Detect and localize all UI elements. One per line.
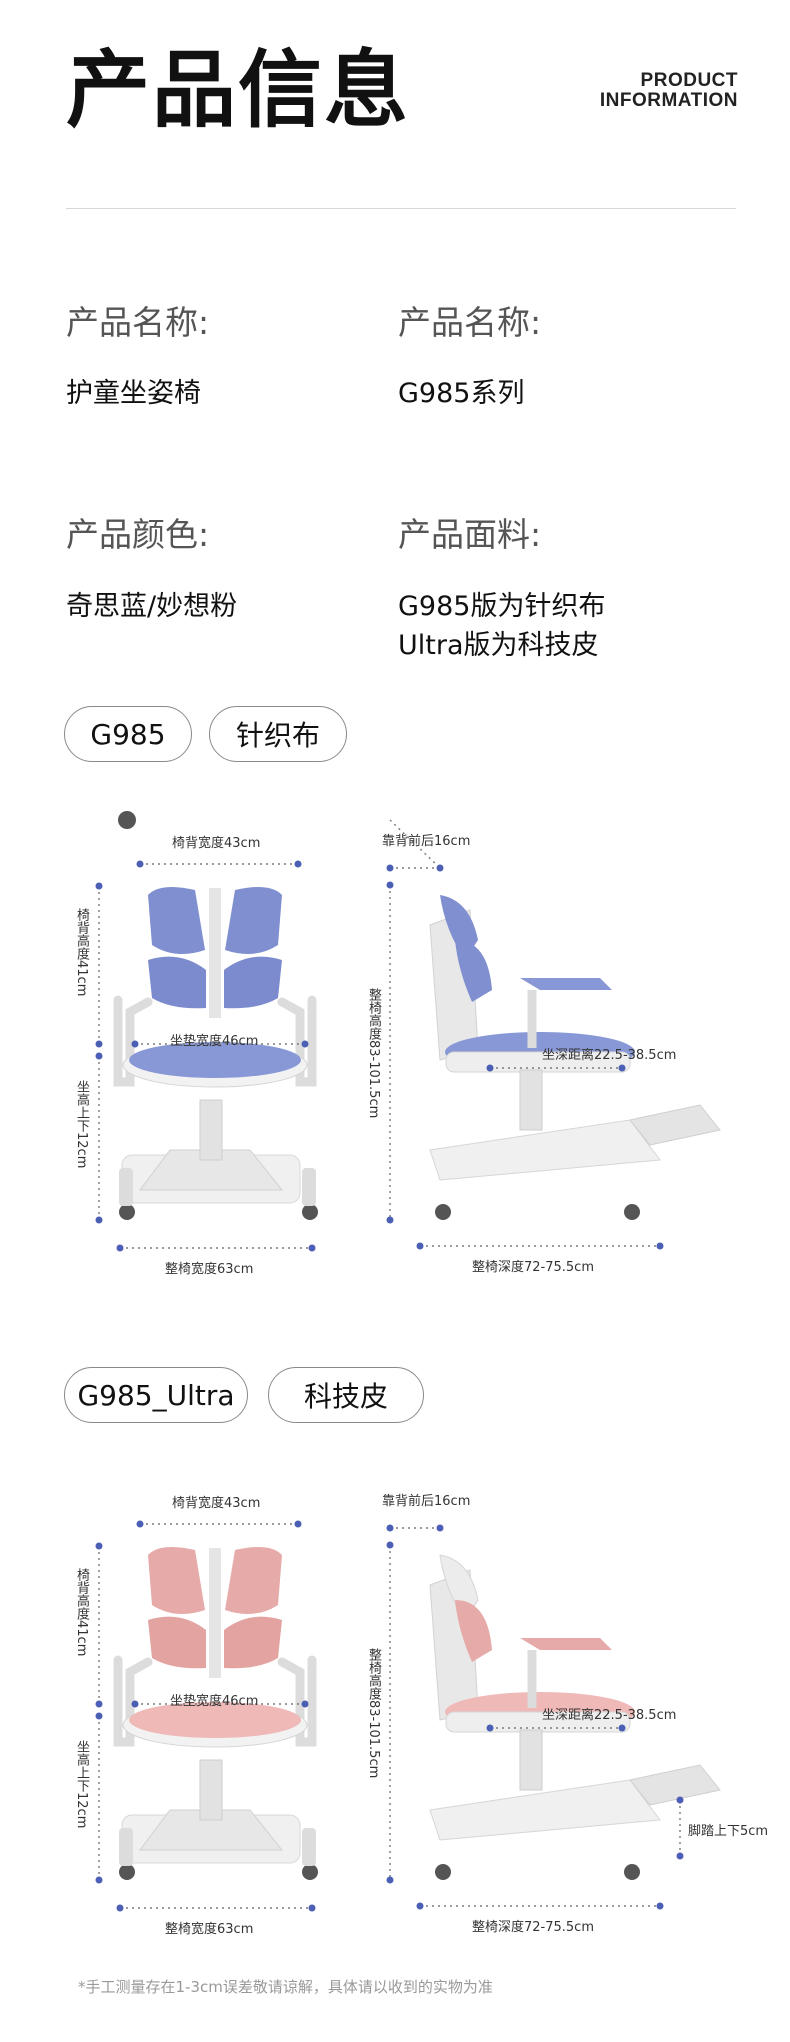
dim-seat-lift: 坐高上下12cm (74, 1080, 89, 1169)
chair-side-view (95, 1520, 721, 1912)
title-en-line1: PRODUCT (640, 70, 738, 91)
name-label-2: 产品名称: (398, 303, 542, 342)
name-value-1: 护童坐姿椅 (66, 378, 201, 409)
dim-seat-width: 坐垫宽度46cm (170, 1034, 259, 1049)
divider (66, 208, 736, 209)
page-title: 产品信息 (66, 41, 411, 139)
dim-back-height: 椅背高度41cm (74, 1568, 89, 1657)
dim-seat-width: 坐垫宽度46cm (170, 1694, 259, 1709)
dim-seat-depth: 坐深距离22.5-38.5cm (542, 1048, 677, 1063)
dim-back-height: 椅背高度41cm (74, 908, 89, 997)
chair-dimension-figure-g985-ultra: 椅背宽度43cm 椅背高度41cm 坐垫宽度46cm 坐高上下12cm 整椅宽度… (0, 1480, 790, 1950)
color-value: 奇思蓝/妙想粉 (66, 591, 238, 622)
dim-overall-width: 整椅宽度63cm (165, 1262, 254, 1277)
dim-overall-height: 整椅高度83-101.5cm (366, 1648, 381, 1779)
title-en-line2: INFORMATION (599, 90, 738, 111)
dim-seat-lift: 坐高上下12cm (74, 1740, 89, 1829)
name-label-1: 产品名称: (66, 303, 210, 342)
color-label: 产品颜色: (66, 515, 210, 554)
model-tag-g985-ultra: G985_Ultra (64, 1367, 248, 1423)
material-line2: Ultra版为科技皮 (398, 630, 599, 661)
dim-overall-depth: 整椅深度72-75.5cm (472, 1260, 594, 1275)
fabric-tag-knit: 针织布 (209, 706, 347, 762)
name-value-2: G985系列 (398, 378, 525, 409)
dim-overall-width: 整椅宽度63cm (165, 1922, 254, 1937)
material-label: 产品面料: (398, 515, 542, 554)
footnote: *手工测量存在1-3cm误差敬请谅解，具体请以收到的实物为准 (78, 1978, 493, 1996)
dim-footrest: 脚踏上下5cm (688, 1824, 769, 1839)
dim-back-fb: 靠背前后16cm (382, 834, 471, 849)
dim-seat-depth: 坐深距离22.5-38.5cm (542, 1708, 677, 1723)
chair-front-view (95, 811, 721, 1252)
material-line1: G985版为针织布 (398, 591, 606, 622)
dim-back-fb: 靠背前后16cm (382, 1494, 471, 1509)
dim-overall-height: 整椅高度83-101.5cm (366, 988, 381, 1119)
fabric-tag-leather: 科技皮 (268, 1367, 424, 1423)
chair-dimension-figure-g985: 椅背宽度43cm 椅背高度41cm 坐垫宽度46cm 坐高上下12cm 整椅宽度… (0, 811, 790, 1280)
dim-overall-depth: 整椅深度72-75.5cm (472, 1920, 594, 1935)
model-tag-g985: G985 (64, 706, 192, 762)
dim-back-width: 椅背宽度43cm (172, 836, 261, 851)
dim-back-width: 椅背宽度43cm (172, 1496, 261, 1511)
